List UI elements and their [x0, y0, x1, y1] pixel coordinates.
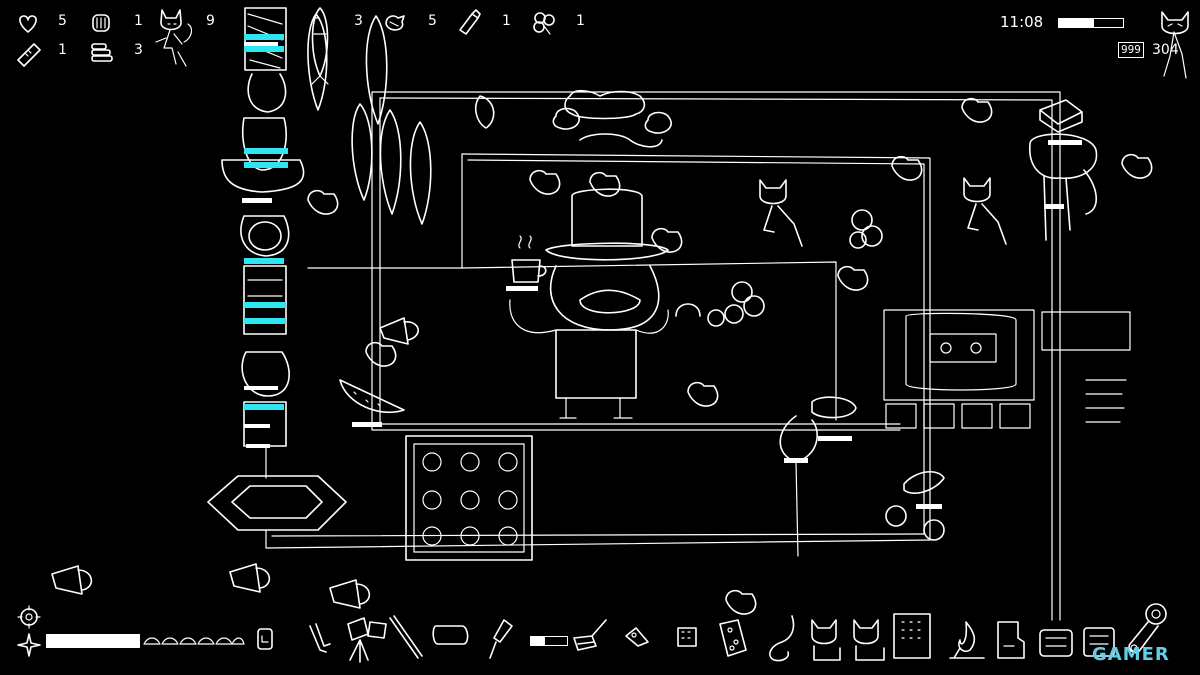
stick-icon[interactable] [386, 614, 426, 664]
watermark-text: GAMER [1092, 644, 1170, 665]
totem-pillar [221, 7, 305, 479]
scale-icon[interactable] [1080, 620, 1120, 664]
broom-icon[interactable] [566, 616, 616, 656]
bone-ring [552, 89, 672, 148]
cyan-markers [244, 34, 288, 410]
birds [307, 97, 1153, 615]
cat-count: 9 [206, 13, 215, 29]
cat-icon[interactable] [806, 614, 850, 664]
blobs [675, 209, 883, 327]
clover-count: 1 [576, 13, 585, 29]
phone-icon[interactable] [254, 626, 276, 652]
fish-icon [311, 7, 329, 85]
hand-grabber [779, 396, 857, 557]
cat-icon [155, 9, 193, 67]
coins-icon [91, 43, 113, 62]
fire-icon[interactable] [946, 618, 990, 664]
money-label: 999 [1118, 42, 1144, 58]
time-progress-bar [1058, 18, 1124, 28]
horn-left [379, 317, 419, 345]
bottom-horns [51, 563, 371, 609]
cog-icon[interactable] [1122, 600, 1172, 664]
watermark: GAMER [1092, 644, 1170, 665]
rail-track [265, 91, 1061, 621]
dog-character [1029, 99, 1098, 241]
cassette-machine [883, 309, 1131, 429]
clock-readout: 11:08 [1000, 13, 1044, 31]
energy-bar-fill [47, 635, 139, 647]
sushi-row-icon [143, 637, 245, 645]
scroll-count: 1 [134, 13, 143, 29]
tool-gauge [530, 636, 568, 646]
towel-icon[interactable] [432, 620, 472, 650]
bird-icon [385, 15, 405, 31]
board-icon[interactable] [890, 610, 936, 664]
dice-icon[interactable] [714, 618, 750, 662]
scroll-icon [92, 14, 110, 32]
cat-avatar-icon[interactable] [1156, 6, 1196, 86]
energy-bar [46, 634, 140, 648]
walking-cats [759, 177, 1007, 247]
clover-icon [533, 12, 555, 35]
gear-icon[interactable] [16, 604, 42, 630]
coins-count: 3 [134, 42, 143, 58]
brush-icon[interactable] [486, 616, 516, 662]
bandage-icon [17, 43, 41, 67]
pot-icon[interactable] [990, 618, 1034, 664]
cat-icon[interactable] [848, 614, 892, 664]
tag-icon[interactable] [622, 624, 652, 648]
bandage-count: 1 [58, 42, 67, 58]
hexagon-pedestal [207, 475, 347, 531]
puzzle-board [405, 435, 533, 561]
tongs-icon[interactable] [302, 622, 332, 656]
box-icon[interactable] [1036, 624, 1080, 664]
heart-icon [19, 15, 37, 33]
bird-count: 5 [428, 13, 437, 29]
money-count: 304 [1152, 42, 1179, 58]
status-markers [242, 42, 1082, 509]
heart-count: 5 [58, 13, 67, 29]
fish-count: 3 [354, 13, 363, 29]
hotdog-item [885, 471, 945, 541]
bottle-count: 1 [502, 13, 511, 29]
time-progress-fill [1059, 19, 1095, 27]
chef-character [509, 188, 669, 419]
hanging-fish [307, 13, 495, 225]
hook-icon[interactable] [762, 612, 802, 664]
sparkle-icon[interactable] [16, 632, 42, 658]
card-icon[interactable] [674, 624, 702, 650]
watermelon-slice [339, 379, 405, 414]
drum-icon[interactable] [342, 614, 392, 664]
coffee-cup [511, 235, 547, 283]
bottle-icon [459, 9, 481, 35]
